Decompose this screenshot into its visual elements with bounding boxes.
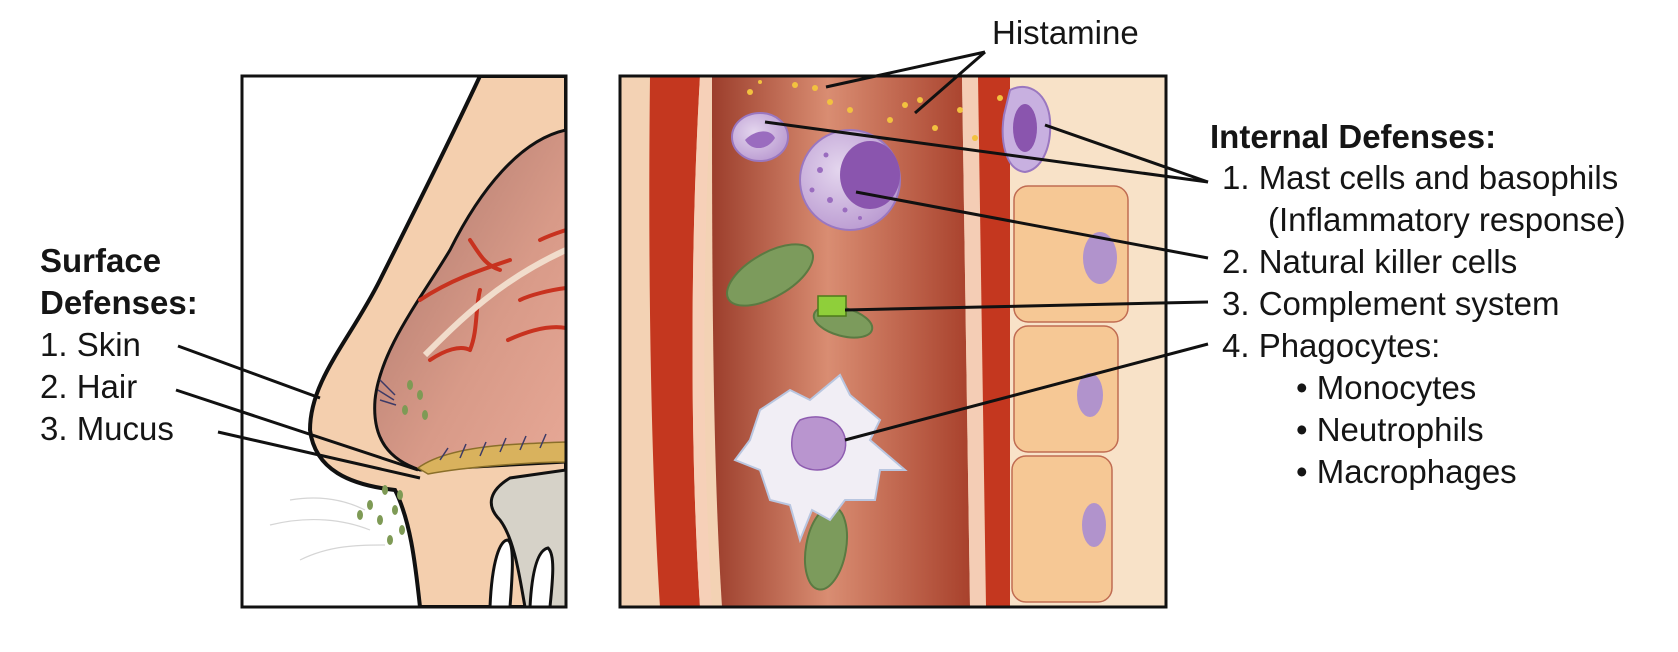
- histamine-label: Histamine: [992, 14, 1139, 51]
- tissue-panel-border: [618, 74, 1168, 609]
- surface-defenses-title-2: Defenses:: [40, 284, 198, 321]
- phagocyte-macrophages: • Macrophages: [1296, 453, 1517, 490]
- surface-item-skin: 1. Skin: [40, 326, 141, 363]
- internal-item-mast-cells-sub: (Inflammatory response): [1268, 201, 1626, 238]
- leader-lines: [175, 50, 1209, 480]
- internal-item-phagocytes: 4. Phagocytes:: [1222, 327, 1441, 364]
- surface-item-mucus: 3. Mucus: [40, 410, 174, 447]
- internal-item-mast-cells: 1. Mast cells and basophils: [1222, 159, 1619, 196]
- phagocyte-monocytes: • Monocytes: [1296, 369, 1477, 406]
- internal-item-complement: 3. Complement system: [1222, 285, 1560, 322]
- internal-defenses-title: Internal Defenses:: [1210, 118, 1497, 155]
- nose-panel: [242, 76, 566, 607]
- phagocyte-neutrophils: • Neutrophils: [1296, 411, 1484, 448]
- surface-item-hair: 2. Hair: [40, 368, 138, 405]
- surface-defenses-title-1: Surface: [40, 242, 162, 279]
- nose-panel-border: [240, 74, 568, 609]
- internal-item-nk-cells: 2. Natural killer cells: [1222, 243, 1518, 280]
- tissue-panel: [620, 76, 1166, 607]
